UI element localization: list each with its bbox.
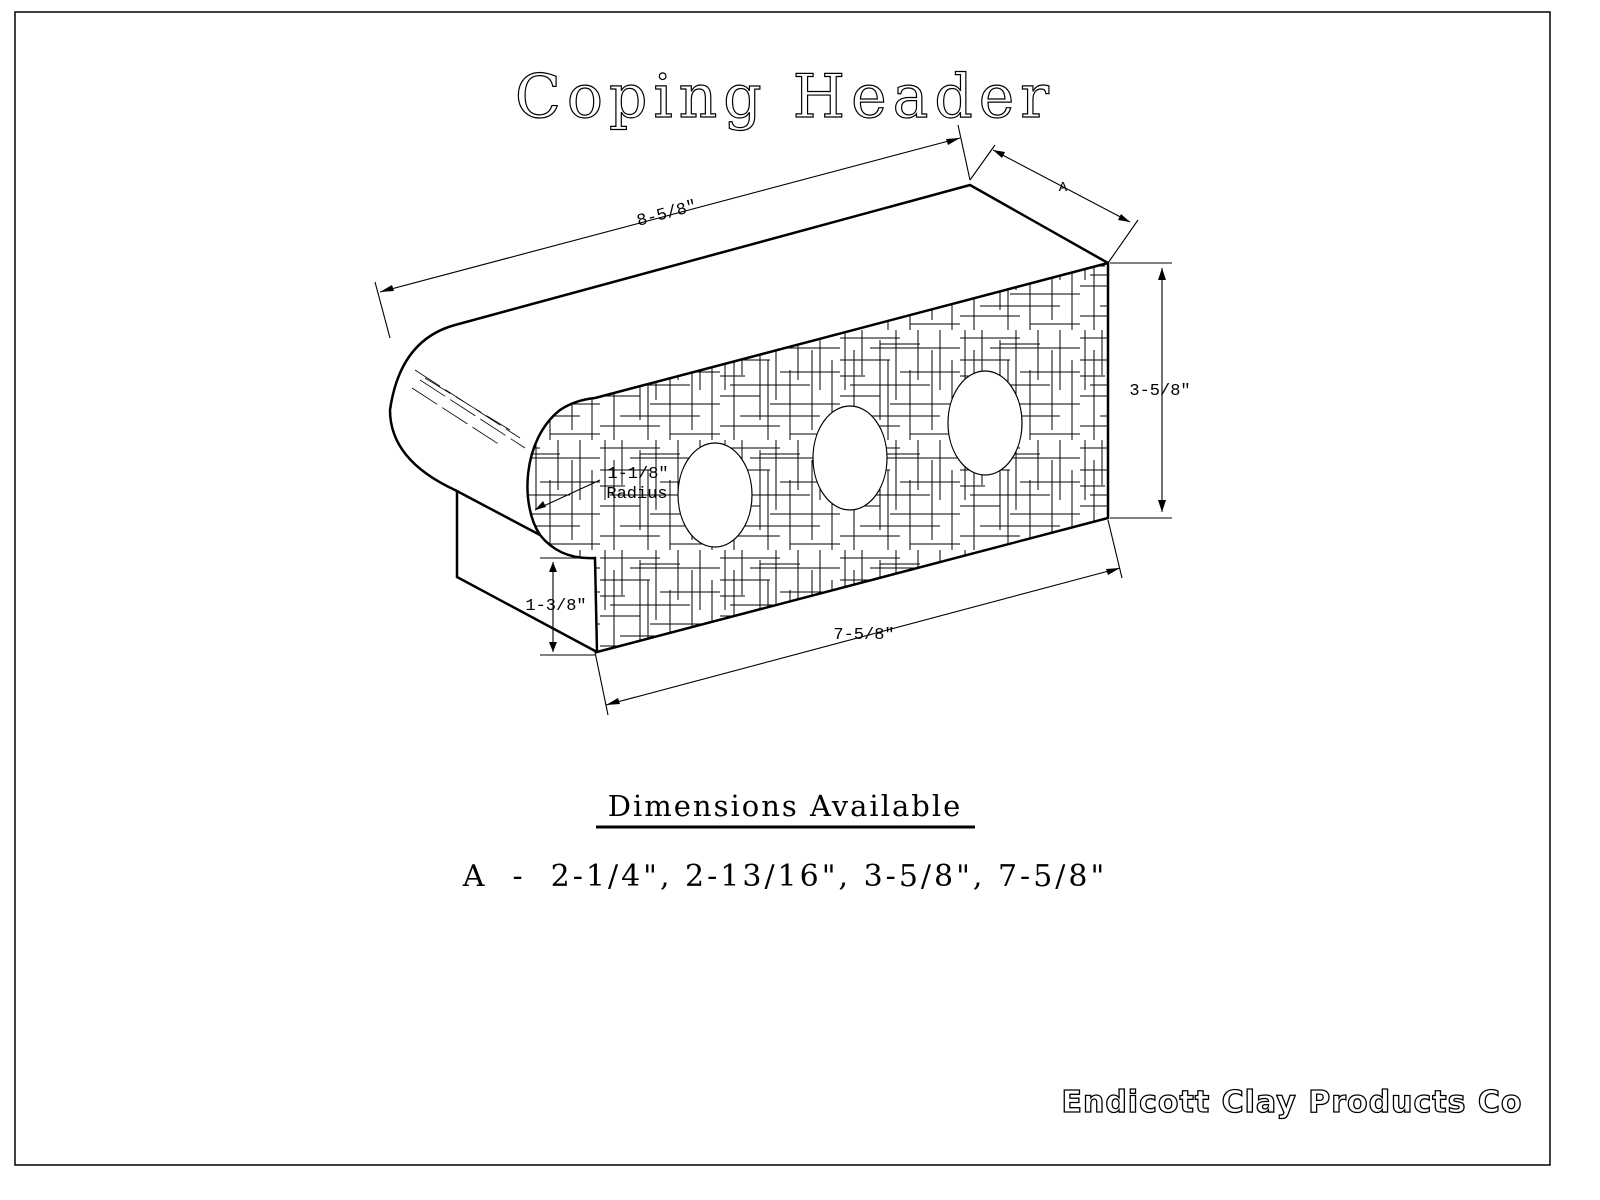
- drip-edge: [455, 490, 598, 654]
- dim-radius-label: Radius: [606, 485, 667, 504]
- core-hole-3: [947, 370, 1023, 476]
- dimensions-available-values: A - 2-1/4", 2-13/16", 3-5/8", 7-5/8": [462, 859, 1108, 894]
- dimensions-available-heading: Dimensions Available: [608, 789, 963, 823]
- core-hole-1: [677, 442, 753, 548]
- bull-nose-edge: [388, 323, 541, 537]
- top-surface-edge: [454, 183, 1109, 327]
- core-hole-2: [812, 405, 888, 511]
- brick-texture-hatch: [527, 263, 1108, 652]
- dim-length-bottom: 7-5/8": [833, 626, 894, 645]
- dimension-arrows: [380, 138, 1166, 705]
- dim-drip-height: 1-3/8": [525, 597, 586, 616]
- bull-nose-shading: [411, 369, 526, 449]
- coping-header-drawing: [374, 124, 1172, 716]
- drawing-title: Coping Header: [515, 62, 1055, 132]
- dimension-lines: [374, 124, 1172, 716]
- front-face: [526, 261, 1110, 654]
- dim-width-a: A: [1059, 180, 1068, 196]
- dim-radius-value: 1-1/8": [607, 465, 668, 484]
- dim-height: 3-5/8": [1129, 382, 1190, 401]
- company-logo: Endicott Clay Products Co: [1061, 1085, 1522, 1120]
- sheet-border: [14, 11, 1551, 1166]
- dim-length-top: 8-5/8": [635, 198, 699, 232]
